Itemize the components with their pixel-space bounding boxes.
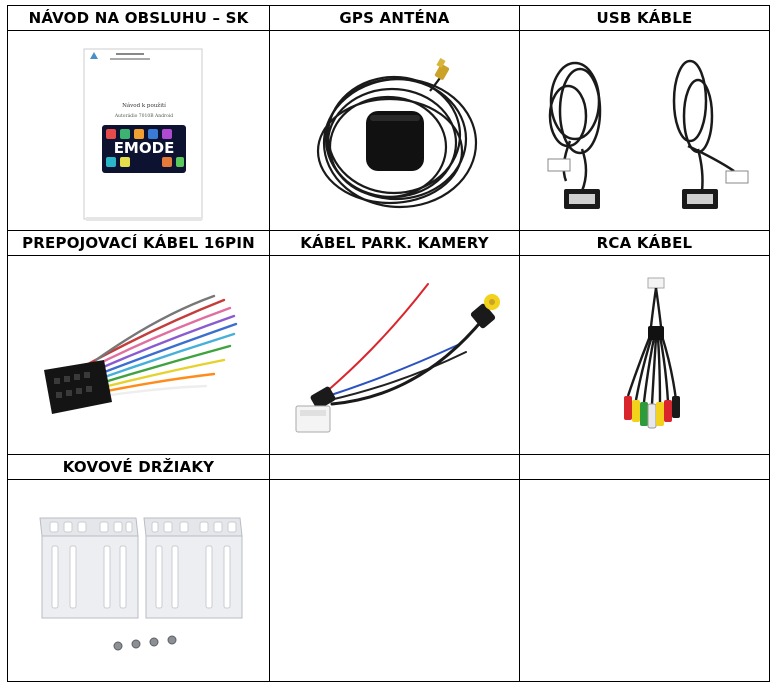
camera-cable-icon [295,283,500,433]
image-cell-usb-cables [519,30,770,231]
image-cell-camera-cable [269,255,520,455]
image-cell-gps-antenna [269,30,520,231]
image-cell-harness [7,255,270,455]
header-gps-antenna: GPS ANTÉNA [269,5,520,31]
header-harness: PREPOJOVACÍ KÁBEL 16PIN [7,230,270,256]
rca-cable-icon [624,277,680,429]
image-cell-empty-2 [269,479,520,682]
header-camera-cable-label: KÁBEL PARK. KAMERY [300,234,489,252]
header-manual-label: NÁVOD NA OBSLUHU – SK [28,9,249,27]
usb-cables-icon [547,59,749,209]
manual-screen-logo: EMODE [114,139,175,157]
metal-brackets-icon [39,517,243,651]
image-cell-manual: Návod k použití Autorádio 7010B Android … [7,30,270,231]
package-contents-table: NÁVOD NA OBSLUHU – SK GPS ANTÉNA USB KÁB… [7,5,770,682]
header-usb-cables-label: USB KÁBLE [596,9,693,27]
image-cell-empty-3 [519,479,770,682]
gps-antenna-icon [316,58,478,209]
header-brackets: KOVOVÉ DRŽIAKY [7,454,270,480]
header-camera-cable: KÁBEL PARK. KAMERY [269,230,520,256]
header-rca-cable: RCA KÁBEL [519,230,770,256]
header-rca-cable-label: RCA KÁBEL [596,234,693,252]
image-cell-rca-cable [519,255,770,455]
wiring-harness-icon [44,294,238,414]
manual-title: Návod k použití [122,102,166,109]
header-harness-label: PREPOJOVACÍ KÁBEL 16PIN [22,234,255,252]
header-gps-antenna-label: GPS ANTÉNA [339,9,450,27]
manual-booklet-icon: Návod k použití Autorádio 7010B Android … [83,48,203,221]
header-brackets-label: KOVOVÉ DRŽIAKY [62,458,215,476]
manual-subtitle: Autorádio 7010B Android [114,112,173,119]
header-usb-cables: USB KÁBLE [519,5,770,31]
header-empty-3 [519,454,770,480]
image-cell-brackets [7,479,270,682]
header-manual: NÁVOD NA OBSLUHU – SK [7,5,270,31]
header-empty-2 [269,454,520,480]
